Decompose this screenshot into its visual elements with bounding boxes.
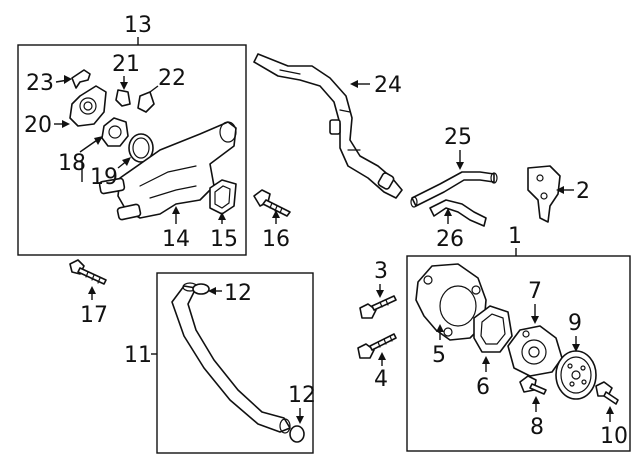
callout-6: 6 xyxy=(476,375,490,400)
bolt-10 xyxy=(595,381,619,405)
connector-22 xyxy=(137,91,155,113)
callout-15: 15 xyxy=(210,227,238,252)
bolt-16 xyxy=(253,189,291,217)
callout-26: 26 xyxy=(436,227,464,252)
bolt-3 xyxy=(359,295,397,319)
pump-gasket-6 xyxy=(473,305,513,353)
water-pump-7 xyxy=(507,325,563,377)
callout-3: 3 xyxy=(374,259,388,284)
bolt-17 xyxy=(69,259,107,285)
callout-5: 5 xyxy=(432,343,446,368)
callout-23: 23 xyxy=(26,71,54,96)
callout-14: 14 xyxy=(162,227,190,252)
callout-17: 17 xyxy=(80,303,108,328)
callout-7: 7 xyxy=(528,279,542,304)
callout-12-bottom: 12 xyxy=(288,383,316,408)
callout-12-top: 12 xyxy=(224,281,252,306)
coolant-pipe-24 xyxy=(253,53,403,199)
clamp-12-bottom xyxy=(289,425,305,443)
thermostat-cover-20 xyxy=(69,85,107,127)
callout-1: 1 xyxy=(508,224,522,249)
gasket-15 xyxy=(209,179,237,215)
callout-19: 19 xyxy=(90,165,118,190)
bracket-2 xyxy=(527,165,561,223)
callout-8: 8 xyxy=(530,415,544,440)
pulley-9 xyxy=(555,350,597,400)
callout-21: 21 xyxy=(112,52,140,77)
callout-22: 22 xyxy=(158,66,186,91)
callout-13: 13 xyxy=(124,13,152,38)
callout-2: 2 xyxy=(576,179,590,204)
callout-20: 20 xyxy=(24,113,52,138)
group-box-1 xyxy=(406,255,631,452)
callout-25: 25 xyxy=(444,125,472,150)
callout-16: 16 xyxy=(262,227,290,252)
callout-11: 11 xyxy=(124,343,152,368)
temp-sensor-21 xyxy=(115,89,131,107)
clip-23 xyxy=(71,69,91,89)
callout-9: 9 xyxy=(568,311,582,336)
hose-26 xyxy=(429,199,487,227)
bolt-8 xyxy=(519,375,547,395)
callout-24: 24 xyxy=(374,73,402,98)
clamp-12-top xyxy=(192,283,210,295)
group-box-13 xyxy=(17,44,247,256)
hose-25 xyxy=(411,171,495,207)
callout-10: 10 xyxy=(600,424,628,449)
group-box-11 xyxy=(156,272,314,454)
thermostat-18 xyxy=(101,117,129,147)
bolt-4 xyxy=(357,333,397,359)
callout-4: 4 xyxy=(374,367,388,392)
hose-11 xyxy=(171,285,291,433)
